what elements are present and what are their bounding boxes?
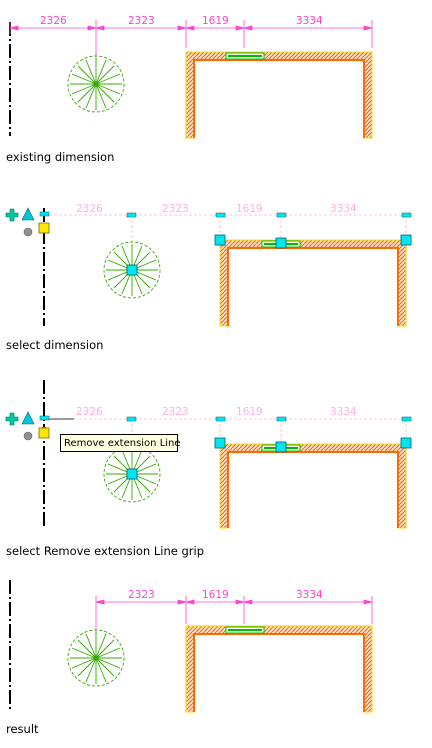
- dim-text-2: 2323: [162, 406, 189, 418]
- dim-text-1: 2326: [76, 406, 103, 418]
- wall-grip[interactable]: [400, 234, 412, 246]
- stretch-triangle-icon[interactable]: [21, 411, 35, 425]
- dim-grip[interactable]: [276, 212, 287, 218]
- dim-grip[interactable]: [215, 416, 226, 422]
- dim-text-2: 2323: [128, 15, 155, 27]
- grip-tooltip: Remove extension Line: [60, 434, 181, 452]
- wall-outline: [185, 51, 373, 139]
- wall-outline: [219, 239, 407, 327]
- remove-extension-line-grip[interactable]: [38, 427, 50, 439]
- tree-grip[interactable]: [126, 468, 138, 480]
- step-caption: result: [6, 722, 39, 736]
- tree-symbol: [67, 629, 125, 687]
- wall-grip[interactable]: [400, 437, 412, 449]
- dim-text-3: 1619: [202, 15, 229, 27]
- grey-circle-icon[interactable]: [23, 431, 33, 441]
- dim-grip[interactable]: [276, 416, 287, 422]
- tree-grip[interactable]: [126, 264, 138, 276]
- step-caption: select Remove extension Line grip: [6, 544, 205, 558]
- dimension-chain[interactable]: [95, 596, 373, 636]
- step-4-drawing: 2323 1619 3334: [9, 580, 373, 713]
- wall-grip[interactable]: [214, 234, 226, 246]
- selected-grip[interactable]: [38, 222, 50, 234]
- dim-text-1: 2323: [128, 589, 155, 601]
- dim-grip[interactable]: [215, 212, 226, 218]
- wall-grip[interactable]: [275, 237, 287, 249]
- step-3-drawing: 2326 2323 1619 3334: [5, 380, 412, 529]
- dimension-chain[interactable]: [9, 20, 373, 60]
- dim-text-1: 2326: [40, 15, 67, 27]
- stretch-triangle-icon[interactable]: [21, 207, 35, 221]
- dim-text-1: 2326: [76, 203, 103, 215]
- dim-grip[interactable]: [401, 212, 412, 218]
- step-caption: existing dimension: [6, 150, 115, 164]
- dim-grip[interactable]: [126, 212, 137, 218]
- wall-grip[interactable]: [214, 437, 226, 449]
- dim-text-4: 3334: [330, 203, 357, 215]
- dim-grip[interactable]: [401, 416, 412, 422]
- wall-grip[interactable]: [275, 441, 287, 453]
- dim-text-2: 1619: [202, 589, 229, 601]
- tree-symbol: [103, 241, 161, 299]
- wall-outline: [219, 443, 407, 529]
- dim-text-2: 2323: [162, 203, 189, 215]
- dim-end-grip[interactable]: [39, 211, 50, 217]
- dim-grip[interactable]: [126, 416, 137, 422]
- step-1-drawing: 2326 2323 1619 3334: [9, 15, 373, 139]
- step-2-drawing: 2326 2323 1619 3334: [5, 203, 412, 327]
- dim-text-4: 3334: [296, 15, 323, 27]
- dim-text-3: 1619: [236, 203, 263, 215]
- move-plus-icon[interactable]: [5, 208, 19, 222]
- dim-end-grip[interactable]: [39, 415, 50, 421]
- dim-text-4: 3334: [330, 406, 357, 418]
- dim-text-3: 3334: [296, 589, 323, 601]
- wall-outline: [185, 625, 373, 713]
- move-plus-icon[interactable]: [5, 412, 19, 426]
- tree-symbol: [67, 55, 125, 113]
- grey-circle-icon[interactable]: [23, 227, 33, 237]
- step-caption: select dimension: [6, 338, 104, 352]
- dim-text-3: 1619: [236, 406, 263, 418]
